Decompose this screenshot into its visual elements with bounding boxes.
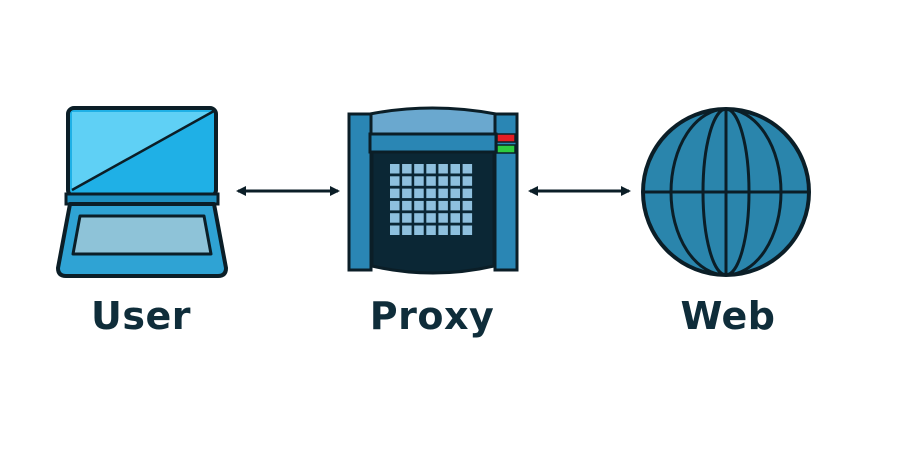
proxy-key (390, 225, 400, 235)
proxy-key (438, 164, 448, 174)
proxy-key (450, 225, 460, 235)
proxy-key (462, 225, 473, 235)
globe-outline (641, 107, 811, 277)
proxy-key (450, 213, 460, 223)
proxy-key (462, 164, 473, 174)
node-label-proxy: Proxy (369, 294, 495, 338)
proxy-key (402, 164, 412, 174)
proxy-key (402, 176, 412, 186)
proxy-key (462, 176, 473, 186)
proxy-key (414, 213, 424, 223)
globe-icon (641, 107, 811, 277)
proxy-key (426, 213, 436, 223)
proxy-key (462, 188, 473, 199)
proxy-key (414, 200, 424, 211)
proxy-key (426, 164, 436, 174)
proxy-key (402, 200, 412, 211)
proxy-key (414, 188, 424, 199)
proxy-front-band (368, 132, 498, 154)
laptop-keyboard (71, 214, 213, 256)
proxy-key (390, 164, 400, 174)
proxy-key (426, 176, 436, 186)
proxy-key (438, 225, 448, 235)
proxy-key (390, 200, 400, 211)
proxy-key (402, 213, 412, 223)
proxy-key-grid (390, 164, 473, 235)
proxy-key (450, 176, 460, 186)
node-label-web: Web (680, 294, 776, 338)
proxy-key (462, 213, 473, 223)
proxy-status-led-green (496, 144, 516, 154)
proxy-key (390, 176, 400, 186)
proxy-status-led-red (496, 133, 516, 143)
proxy-key (402, 225, 412, 235)
laptop-screen-diagonal (71, 109, 215, 192)
proxy-key (402, 188, 412, 199)
proxy-key (438, 213, 448, 223)
proxy-key (462, 200, 473, 211)
proxy-key (426, 188, 436, 199)
proxy-key (438, 200, 448, 211)
proxy-key (390, 188, 400, 199)
proxy-key (450, 164, 460, 174)
proxy-key (414, 176, 424, 186)
proxy-key (438, 188, 448, 199)
proxy-key (438, 176, 448, 186)
proxy-key (414, 164, 424, 174)
proxy-key (450, 200, 460, 211)
proxy-server-icon (347, 106, 519, 275)
proxy-key (450, 188, 460, 199)
proxy-key (426, 200, 436, 211)
proxy-key (390, 213, 400, 223)
proxy-key (426, 225, 436, 235)
proxy-key (414, 225, 424, 235)
node-label-user: User (91, 294, 191, 338)
proxy-left-pillar (347, 112, 373, 272)
proxy-top-cap (368, 106, 498, 138)
laptop-icon (56, 106, 228, 278)
